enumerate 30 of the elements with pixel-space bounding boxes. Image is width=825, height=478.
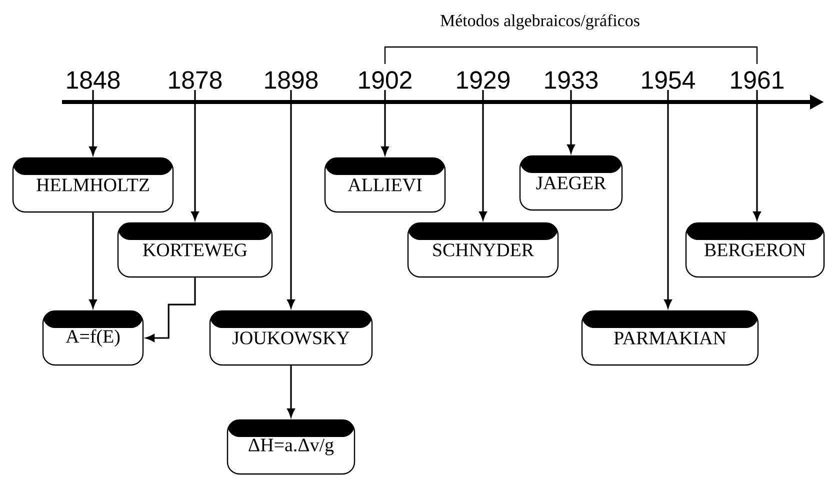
arrow (191, 90, 199, 220)
name-box: JAEGER (519, 155, 623, 211)
arrow (287, 366, 295, 418)
arrow (753, 90, 761, 220)
name-box: PARMAKIAN (581, 310, 759, 366)
arrow (89, 212, 97, 308)
formula-box: A=f(E) (42, 310, 144, 366)
formula-box: ΔH=a.Δv/g (226, 419, 356, 475)
arrow (287, 90, 295, 308)
arrow (567, 90, 575, 154)
name-box: HELMHOLTZ (12, 157, 174, 213)
name-box: ALLIEVI (324, 157, 446, 213)
arrow (381, 90, 389, 156)
year-label: 1933 (545, 71, 598, 89)
name-box: BERGERON (685, 222, 825, 278)
year-label: 1898 (265, 71, 318, 89)
name-box: KORTEWEG (117, 222, 273, 278)
name-box: SCHNYDER (407, 222, 559, 278)
bracket-label: Métodos algebraicos/gráficos (440, 14, 640, 30)
name-box: JOUKOWSKY (209, 310, 373, 366)
year-label: 1848 (67, 71, 120, 89)
arrow (146, 278, 196, 342)
year-label: 1929 (457, 71, 510, 89)
arrow (89, 90, 97, 156)
year-label: 1878 (169, 71, 222, 89)
year-label: 1954 (642, 71, 695, 89)
arrow (479, 90, 487, 220)
year-label: 1902 (359, 71, 412, 89)
arrow (664, 90, 672, 308)
year-label: 1961 (731, 71, 784, 89)
